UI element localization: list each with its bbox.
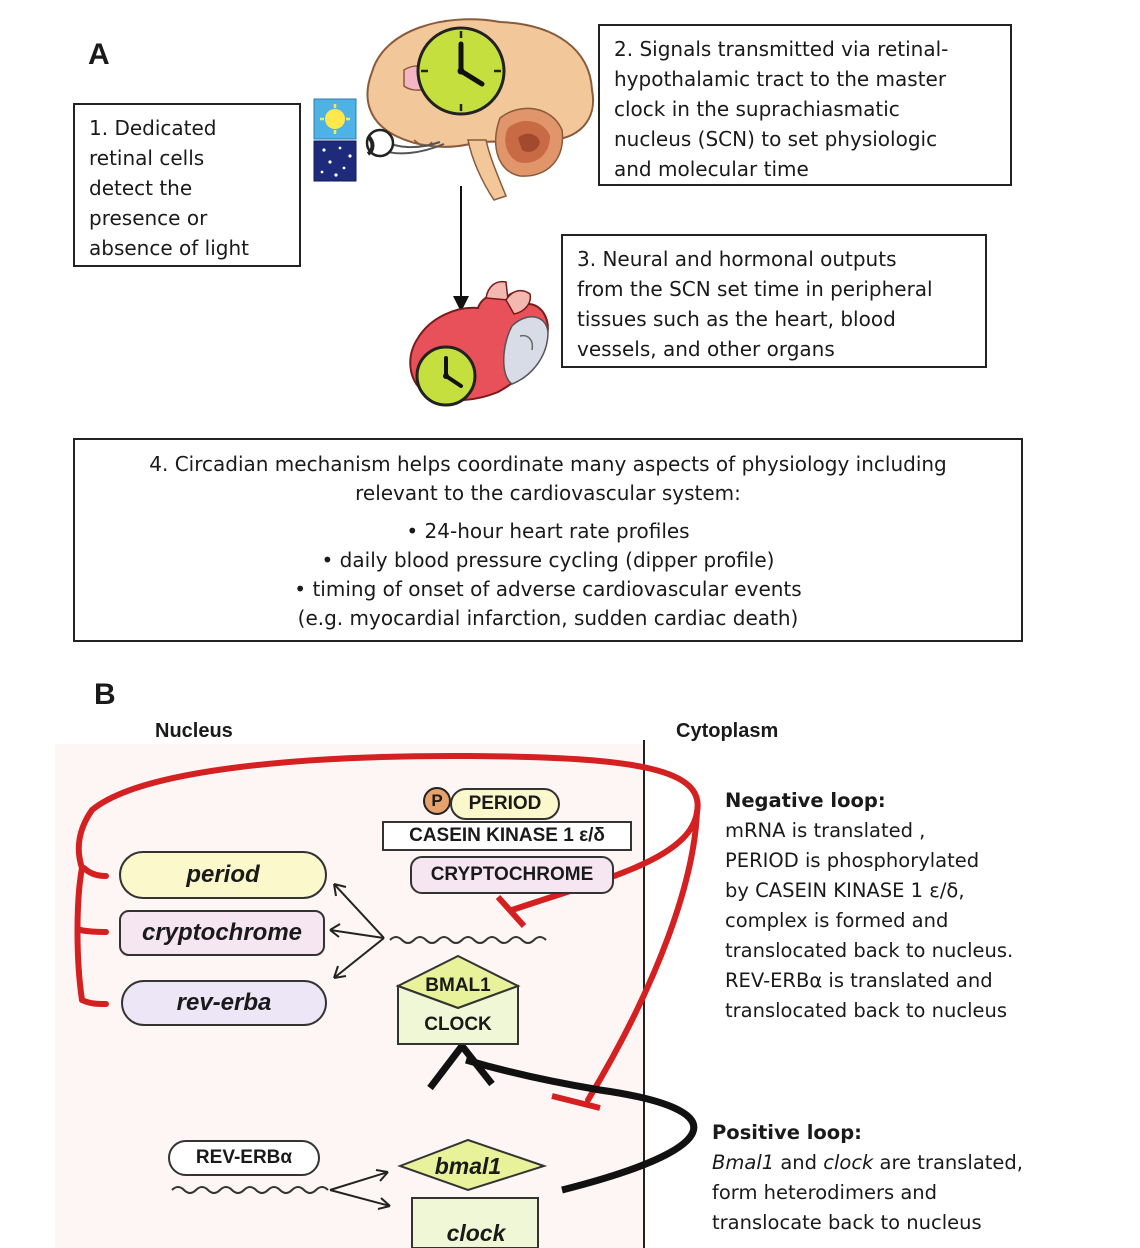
period-protein: PERIOD [450,788,560,820]
bmal1-italic: Bmal1 [712,1151,775,1174]
phosphate-label: P [431,791,443,810]
repression-bar [495,894,527,929]
cytoplasm-label: Cytoplasm [676,720,779,742]
negative-loop-line: translocated back to nucleus. [725,939,1014,962]
step3-box: 3. Neural and hormonal outputs from the … [561,234,987,368]
nucleus-label: Nucleus [155,720,233,742]
step2-line: clock in the suprachiasmatic [614,97,900,121]
step1-line: absence of light [89,236,249,260]
positive-loop-text: Positive loop: Bmal1 and clock are trans… [712,1118,1023,1238]
step2-line: 2. Signals transmitted via retinal- [614,37,949,61]
step4-bullet: • daily blood pressure cycling (dipper p… [321,548,775,572]
cryptochrome-protein: CRYPTOCHROME [410,856,614,894]
step3-line: from the SCN set time in peripheral [577,277,933,301]
cryptochrome-gene: cryptochrome [119,910,325,956]
clock-gene-shape [411,1197,539,1248]
step3-line: 3. Neural and hormonal outputs [577,247,897,271]
positive-feedback-arrow [465,1056,698,1194]
step2-box: 2. Signals transmitted via retinal- hypo… [598,24,1012,186]
step4-intro-line: 4. Circadian mechanism helps coordinate … [149,452,947,476]
clock-protein-label: CLOCK [424,1014,492,1035]
eye-icon [365,128,395,158]
step4-bullet: (e.g. myocardial infarction, sudden card… [297,606,799,630]
bmal1-protein-label: BMAL1 [425,975,491,996]
negative-loop-line: complex is formed and [725,909,949,932]
translated-text: are translated, [873,1151,1023,1174]
panel-b-label: B [94,678,116,711]
step1-line: presence or [89,206,208,230]
negative-loop-line: by CASEIN KINASE 1 ε/δ, [725,879,965,902]
panel-a-label: A [88,38,110,71]
bmal1-gene-shape [397,1138,548,1192]
step2-line: and molecular time [614,157,809,181]
step2-line: nucleus (SCN) to set physiologic [614,127,938,151]
step4-intro-line: relevant to the cardiovascular system: [355,481,741,505]
mrna-strand-icon [389,936,547,944]
step3-line: vessels, and other organs [577,337,835,361]
mrna-strand-icon [171,1186,329,1194]
clock-italic: clock [823,1151,874,1174]
step1-line: 1. Dedicated [89,116,217,140]
step1-line: retinal cells [89,146,205,170]
negative-feedback-arrow [74,752,701,1103]
step4-bullet: • timing of onset of adverse cardiovascu… [294,577,802,601]
step1-line: detect the [89,176,193,200]
negative-loop-line: REV-ERBα is translated and [725,969,993,992]
scn-clock-icon [416,26,506,116]
step4-box: 4. Circadian mechanism helps coordinate … [73,438,1023,642]
casein-kinase-protein: CASEIN KINASE 1 ε/δ [382,821,632,851]
step4-bullet: • 24-hour heart rate profiles [406,519,690,543]
negative-loop-line: translocated back to nucleus [725,999,1008,1022]
transcription-arrow [329,883,391,1210]
positive-loop-line: translocate back to nucleus [712,1211,982,1234]
step3-line: tissues such as the heart, blood [577,307,896,331]
sun-icon [313,98,357,140]
negative-loop-text: Negative loop: mRNA is translated , PERI… [725,786,1013,1026]
positive-loop-line: Bmal1 and clock are translated, [712,1148,1023,1178]
step1-box: 1. Dedicated retinal cells detect the pr… [73,103,301,267]
positive-loop-title: Positive loop: [712,1121,862,1144]
rev-erba-gene: rev-erba [121,980,327,1026]
clock-protein-shape [397,984,519,1045]
step2-line: hypothalamic tract to the master [614,67,947,91]
negative-loop-line: mRNA is translated , [725,819,926,842]
negative-loop-line: PERIOD is phosphorylated [725,849,980,872]
repression-bar [551,1093,601,1111]
heart-clock-icon [415,345,477,407]
bmal1-gene-label: bmal1 [434,1153,502,1179]
period-gene: period [119,851,327,899]
and-text: and [774,1151,824,1174]
rev-erba-protein: REV-ERBα [168,1140,320,1176]
positive-loop-line: form heterodimers and [712,1181,938,1204]
night-sky-icon [313,140,357,182]
negative-loop-title: Negative loop: [725,789,886,812]
clock-gene-label: clock [446,1220,506,1246]
